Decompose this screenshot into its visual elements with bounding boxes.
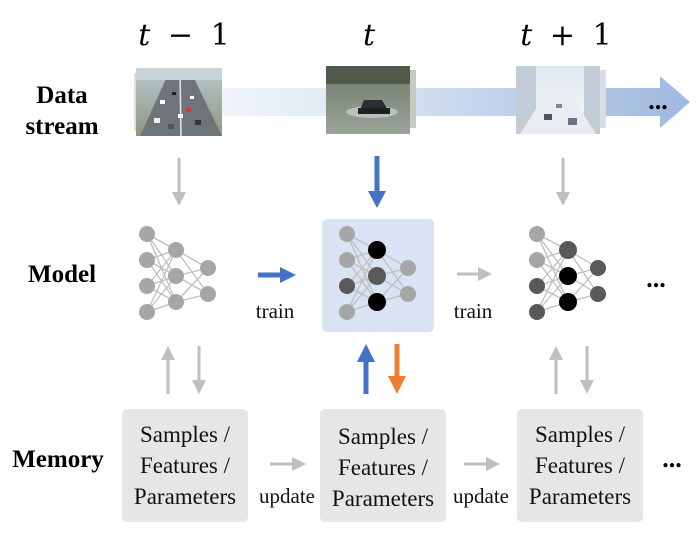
memory-box-prev-line1: Samples /	[140, 422, 231, 447]
arrow-model-to-memory-prev	[192, 346, 206, 394]
update-label-1: update	[259, 484, 315, 508]
model-ellipsis: ...	[646, 264, 666, 293]
row-label-memory: Memory	[12, 446, 104, 473]
memory-box-curr: Samples / Features / Parameters	[320, 409, 446, 522]
update-arrow-1	[270, 457, 306, 471]
memory-box-prev: Samples / Features / Parameters	[122, 409, 248, 522]
arrow-model-to-memory-next	[580, 346, 594, 394]
row-label-data-stream-line2: stream	[25, 113, 98, 140]
train-label-2: train	[454, 299, 493, 323]
row-label-data-stream-line1: Data	[36, 82, 88, 109]
memory-box-curr-line2: Features /	[338, 455, 429, 480]
memory-box-next: Samples / Features / Parameters	[517, 409, 643, 522]
memory-box-curr-line3: Parameters	[332, 486, 434, 511]
time-label-curr: t	[363, 18, 376, 53]
memory-box-next-line3: Parameters	[529, 484, 631, 509]
update-arrow-2	[464, 457, 500, 471]
memory-ellipsis: ...	[662, 444, 682, 473]
model-network-prev	[139, 226, 216, 320]
image-flooded-road	[326, 66, 416, 134]
train-label-1: train	[256, 299, 295, 323]
memory-box-prev-line3: Parameters	[134, 484, 236, 509]
memory-box-next-line1: Samples /	[535, 422, 626, 447]
train-arrow-blue	[258, 267, 296, 283]
model-network-next	[529, 226, 606, 320]
arrow-memory-to-model-next	[549, 346, 563, 394]
data-stream-ellipsis: ...	[648, 86, 668, 115]
time-label-next: t + 1	[520, 18, 611, 53]
arrow-data-to-model-prev	[172, 158, 186, 206]
arrow-memory-to-model-prev	[161, 346, 175, 394]
model-network-curr	[339, 226, 416, 320]
memory-box-prev-line2: Features /	[140, 453, 231, 478]
train-arrow-gray	[457, 267, 492, 281]
arrow-model-to-memory-curr	[388, 344, 406, 394]
arrow-data-to-model-curr	[368, 156, 386, 208]
memory-box-curr-line1: Samples /	[338, 424, 429, 449]
memory-box-next-line2: Features /	[535, 453, 626, 478]
update-label-2: update	[453, 484, 509, 508]
row-label-model: Model	[28, 261, 96, 288]
time-label-prev: t − 1	[138, 18, 229, 53]
arrow-data-to-model-next	[556, 158, 570, 206]
arrow-memory-to-model-curr	[357, 344, 375, 394]
image-highway	[134, 68, 222, 137]
image-snowy-road	[516, 66, 606, 134]
